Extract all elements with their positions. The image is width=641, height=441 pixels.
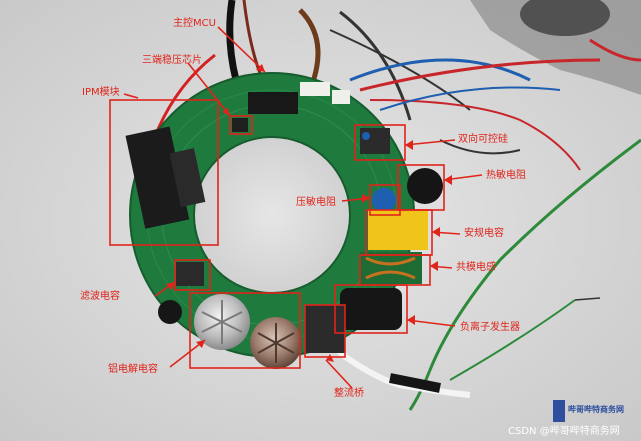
label-xcap: 安规电容 (464, 228, 504, 239)
watermark-credit: CSDN @哔哥哔特商务网 (508, 426, 620, 437)
label-rectifier: 整流桥 (334, 388, 364, 399)
label-ion: 负离子发生器 (460, 322, 520, 333)
label-mcu: 主控MCU (173, 18, 216, 29)
watermark-logo-icon (553, 400, 565, 422)
label-filtercap: 滤波电容 (80, 291, 120, 302)
watermark-logo-text: 哔哥哔特商务网 (568, 405, 624, 414)
label-varistor: 压敏电阻 (296, 197, 336, 208)
label-ntc: 热敏电阻 (486, 170, 526, 181)
label-regulator: 三端稳压芯片 (142, 55, 202, 66)
label-triac: 双向可控硅 (458, 134, 508, 145)
label-choke: 共模电感 (456, 262, 496, 273)
label-elcap: 铝电解电容 (108, 364, 158, 375)
label-ipm: IPM模块 (82, 87, 120, 98)
